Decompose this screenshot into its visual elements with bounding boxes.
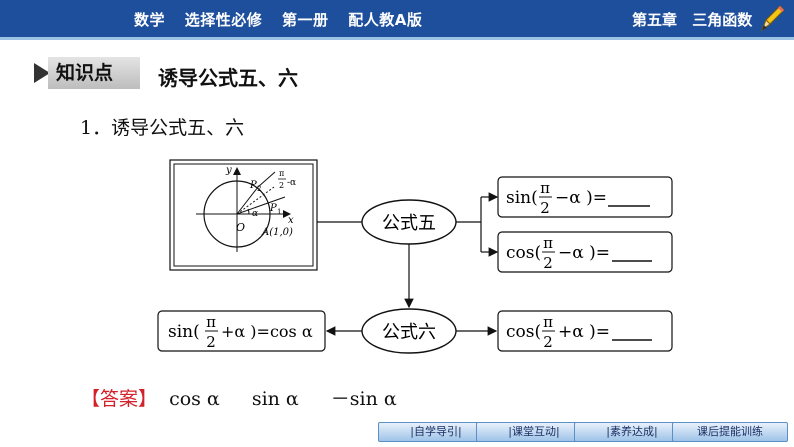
formula5-sin-box: sin( π 2 −α )= <box>497 176 673 218</box>
formula5-label: 公式五 <box>382 213 436 234</box>
answer-value-2: sin α <box>251 388 299 410</box>
f5-sin-numerator: π <box>540 179 550 197</box>
answer-value-1: cos α <box>169 388 220 410</box>
p1-subscript: 1 <box>277 208 281 216</box>
origin-label: O <box>236 221 245 234</box>
course-subject: 数学 <box>134 11 166 29</box>
chapter-title: 三角函数 <box>692 11 753 29</box>
p1-label: P <box>269 203 277 214</box>
p2-label: P <box>249 180 257 191</box>
f5-cos-denominator: 2 <box>543 254 553 272</box>
nav-homework-button[interactable]: 课后提能训练 <box>672 422 788 442</box>
alpha-label: α <box>252 209 258 219</box>
f6-cos-prefix: cos( <box>506 322 541 342</box>
answer-value-3: －sin α <box>330 388 397 410</box>
formula6-label: 公式六 <box>382 322 436 343</box>
f5-sin-suffix: −α )= <box>555 188 607 208</box>
angle2-denominator: 2 <box>279 181 284 190</box>
answer-label: 【答案】 <box>81 388 158 410</box>
formula5-node <box>361 199 457 245</box>
pencil-icon <box>760 5 785 32</box>
x-axis-label: x <box>288 215 294 226</box>
f5-cos-numerator: π <box>543 234 553 252</box>
answer-line: 【答案】 cos α sin α －sin α <box>81 384 417 411</box>
f6-sin-denominator: 2 <box>206 333 216 351</box>
chapter-number: 第五章 <box>632 11 678 29</box>
course-volume: 第一册 <box>282 11 329 29</box>
section-title: 诱导公式五、六 <box>158 66 298 90</box>
chapter-info: 第五章 三角函数 <box>632 9 762 30</box>
nav-self-study-button[interactable]: |自学导引| <box>378 422 494 442</box>
f6-cos-numerator: π <box>543 313 553 331</box>
f6-sin-suffix: +α )=cos α <box>221 322 313 341</box>
nav-class-interaction-button[interactable]: |课堂互动| <box>476 422 592 442</box>
course-series: 选择性必修 <box>184 11 263 29</box>
formula6-node <box>361 308 457 354</box>
course-edition: 配人教A版 <box>348 11 423 29</box>
item-title: 1．诱导公式五、六 <box>80 117 245 139</box>
f5-sin-denominator: 2 <box>540 199 550 217</box>
angle2-tail: -α <box>287 178 296 188</box>
formula6-cos-box: cos( π 2 +α )= <box>497 310 673 352</box>
ray-p1 <box>236 202 269 215</box>
ray-p2 <box>236 186 259 215</box>
f5-cos-prefix: cos( <box>506 243 541 263</box>
header-bar: 数学 选择性必修 第一册 配人教A版 第五章 三角函数 <box>0 0 794 40</box>
f6-sin-prefix: sin( <box>168 322 200 342</box>
f6-cos-denominator: 2 <box>543 333 553 351</box>
y-axis-label: y <box>225 165 232 176</box>
unit-circle-box: y x O A(1,0) P 2 P 1 α π 2 -α <box>169 159 318 271</box>
p2-subscript: 2 <box>257 185 261 193</box>
course-info: 数学 选择性必修 第一册 配人教A版 <box>134 9 436 30</box>
point-a-label: A(1,0) <box>261 227 293 238</box>
f5-cos-suffix: −α )= <box>558 243 610 263</box>
formula6-sin-box: sin( π 2 +α )=cos α <box>157 310 326 352</box>
knowledge-point-badge: 知识点 <box>48 57 140 89</box>
formula5-cos-box: cos( π 2 −α )= <box>497 231 673 273</box>
triangle-bullet-icon <box>34 63 50 83</box>
f5-sin-prefix: sin( <box>506 188 538 208</box>
angle2-numerator: π <box>279 169 284 178</box>
f6-sin-numerator: π <box>206 313 216 331</box>
f6-cos-suffix: +α )= <box>558 322 610 342</box>
